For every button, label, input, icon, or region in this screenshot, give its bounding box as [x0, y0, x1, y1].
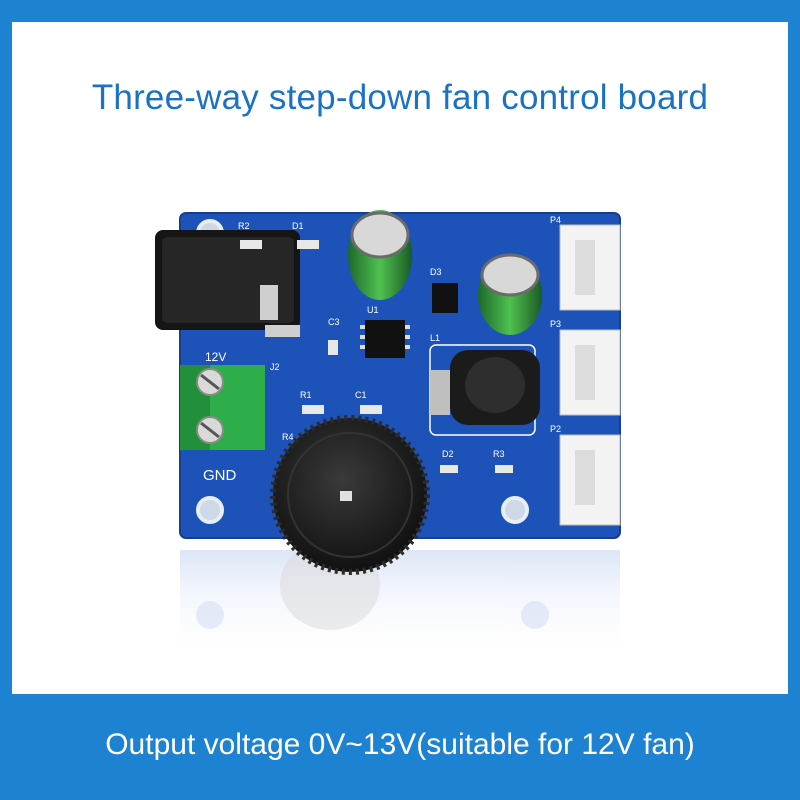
- label-j2: J2: [270, 362, 280, 372]
- caption-bar: [0, 694, 800, 800]
- smd-components: [240, 240, 513, 473]
- page-title: Three-way step-down fan control board: [91, 78, 709, 117]
- label-u1: U1: [367, 305, 379, 315]
- chip-u1: [360, 320, 410, 358]
- label-r2: R2: [238, 221, 250, 231]
- fan-connector-p2: [559, 434, 621, 526]
- label-d3: D3: [430, 267, 442, 277]
- inductor-l1: [429, 344, 540, 436]
- capacitor-large: [348, 210, 412, 300]
- product-photo: R2 D1 D3 U1 C3 L1 R1 C1 R4 D2 R3 J2 P4 P…: [155, 210, 621, 660]
- label-p3: P3: [550, 319, 561, 329]
- potentiometer-knob[interactable]: [270, 415, 430, 575]
- label-gnd: GND: [203, 467, 237, 484]
- dc-power-jack: [155, 230, 300, 337]
- screw-terminal-j2: [180, 365, 265, 450]
- label-p4: P4: [550, 215, 561, 225]
- label-d1: D1: [292, 221, 304, 231]
- label-12v: 12V: [205, 350, 226, 364]
- label-r3: R3: [493, 449, 505, 459]
- caption-text: Output voltage 0V~13V(suitable for 12V f…: [105, 728, 695, 761]
- diode-d3: [432, 283, 458, 313]
- fan-connector-p4: [559, 224, 621, 311]
- capacitor-small: [478, 253, 542, 335]
- label-c1: C1: [355, 390, 367, 400]
- board-reflection: [180, 540, 620, 660]
- fan-connector-p3: [559, 329, 621, 416]
- label-r1: R1: [300, 390, 312, 400]
- label-l1: L1: [430, 333, 440, 343]
- label-p2: P2: [550, 424, 561, 434]
- label-r4: R4: [282, 432, 294, 442]
- label-c3: C3: [328, 317, 340, 327]
- mounting-holes: [196, 219, 529, 524]
- label-d2: D2: [442, 449, 454, 459]
